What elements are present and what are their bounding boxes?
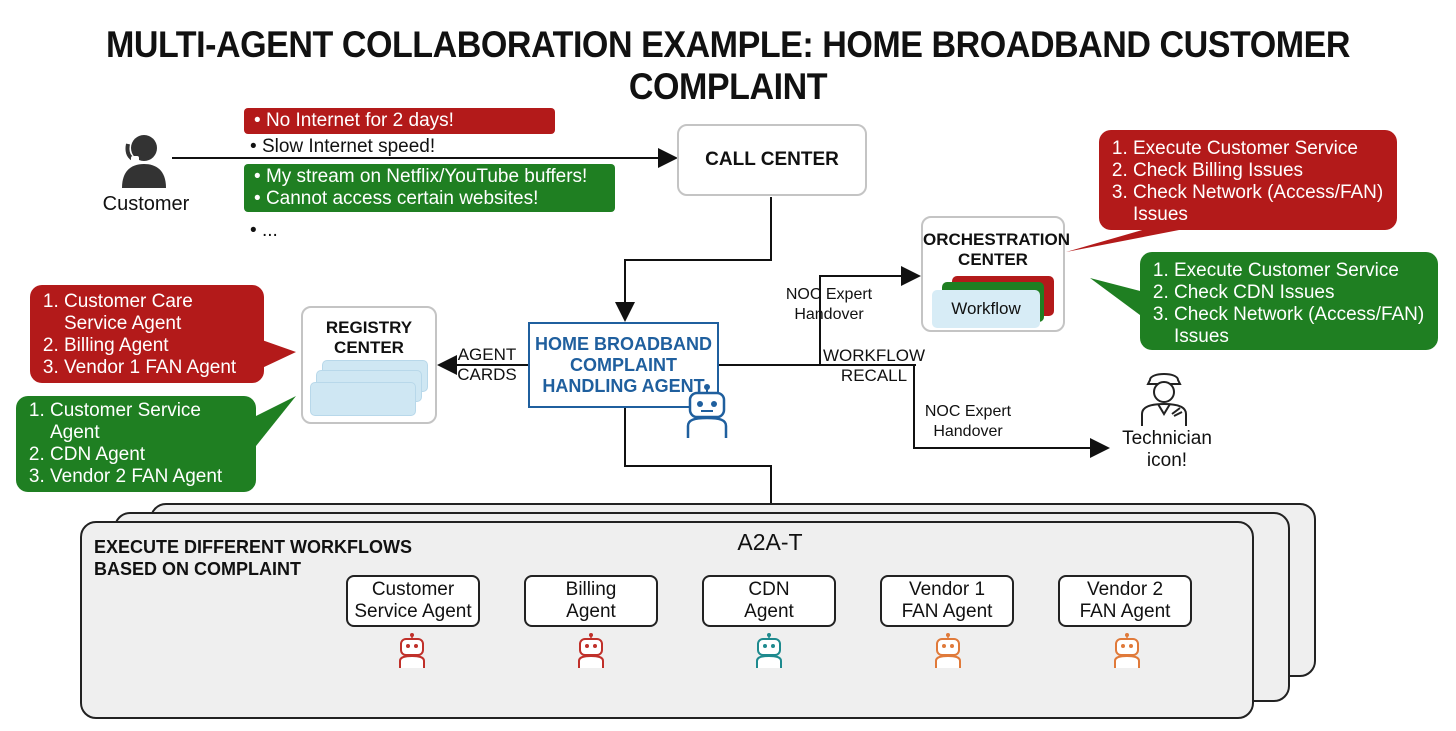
callcenter-to-agent-arrow	[615, 197, 772, 322]
registry-green-bubble: Customer Service Agent CDN Agent Vendor …	[16, 396, 256, 492]
agent-to-a2a-arrow	[624, 408, 781, 526]
billing-robot-icon	[574, 633, 608, 674]
cdn-robot-icon	[752, 633, 786, 674]
customer-service-robot-icon	[395, 633, 429, 674]
workflow-panel-heading: EXECUTE DIFFERENT WORKFLOWS BASED ON COM…	[94, 537, 412, 579]
workflow-card: Workflow	[932, 290, 1040, 328]
vendor1-robot-icon	[931, 633, 965, 674]
complaint-item-red: • No Internet for 2 days!	[244, 108, 555, 134]
agent-card-stack	[310, 382, 416, 416]
a2a-t-label: A2A-T	[737, 529, 803, 555]
main-robot-icon	[682, 384, 732, 440]
to-technician-arrow	[913, 365, 1110, 458]
customer-icon	[116, 130, 172, 190]
customer-label: Customer	[102, 193, 190, 215]
call-center-box: CALL CENTER	[677, 124, 867, 196]
complaint-item-plain: • Slow Internet speed!	[250, 136, 436, 157]
orchestration-red-bubble: Execute Customer Service Check Billing I…	[1099, 130, 1397, 230]
vendor2-robot-icon	[1110, 633, 1144, 674]
registry-red-bubble: Customer Care Service Agent Billing Agen…	[30, 285, 264, 383]
home-broadband-agent-box: HOME BROADBAND COMPLAINT HANDLING AGENT	[528, 322, 719, 408]
complaint-list: • No Internet for 2 days! • Slow Interne…	[244, 108, 615, 250]
to-orchestration-arrow	[819, 266, 921, 365]
page-title: MULTI-AGENT COLLABORATION EXAMPLE: HOME …	[105, 24, 1351, 107]
technician-icon	[1138, 368, 1190, 428]
complaint-items-green: • My stream on Netflix/YouTube buffers! …	[244, 164, 615, 212]
orchestration-green-bubble: Execute Customer Service Check CDN Issue…	[1140, 252, 1438, 350]
complaint-item-more: • ...	[250, 220, 278, 241]
